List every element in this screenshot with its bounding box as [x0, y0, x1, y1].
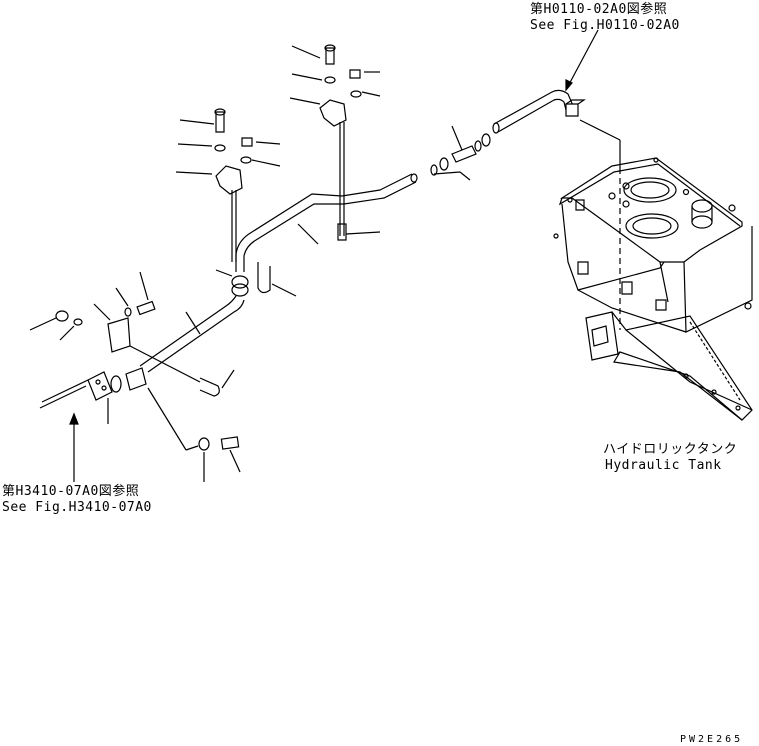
drawing-code: PW2E265 [680, 734, 744, 745]
tank-label-en: Hydraulic Tank [605, 458, 722, 473]
tank-label-jp: ハイドロリックタンク [603, 442, 738, 457]
ref-top-en: See Fig.H0110-02A0 [530, 18, 680, 33]
lower-left-pipe [40, 296, 244, 408]
clamp-middle [290, 45, 380, 240]
fitting-parts-upper-right [431, 126, 490, 180]
bolt-washer-bottom [199, 437, 240, 482]
middle-pipe [232, 174, 417, 296]
reference-arrow-top [566, 30, 598, 90]
u-bolt-lower [200, 370, 234, 396]
clamp-left-upper [176, 109, 280, 262]
upper-right-pipe [493, 90, 584, 133]
u-bolt-middle [216, 262, 296, 296]
hydraulic-tank [554, 120, 752, 420]
reference-arrow-left [70, 414, 78, 482]
bracket-left [30, 272, 200, 382]
ref-left-jp: 第H3410-07A0図参照 [2, 484, 140, 499]
ref-top-jp: 第H0110-02A0図参照 [530, 2, 668, 17]
ref-left-en: See Fig.H3410-07A0 [2, 500, 152, 515]
flange-parts [88, 368, 198, 450]
